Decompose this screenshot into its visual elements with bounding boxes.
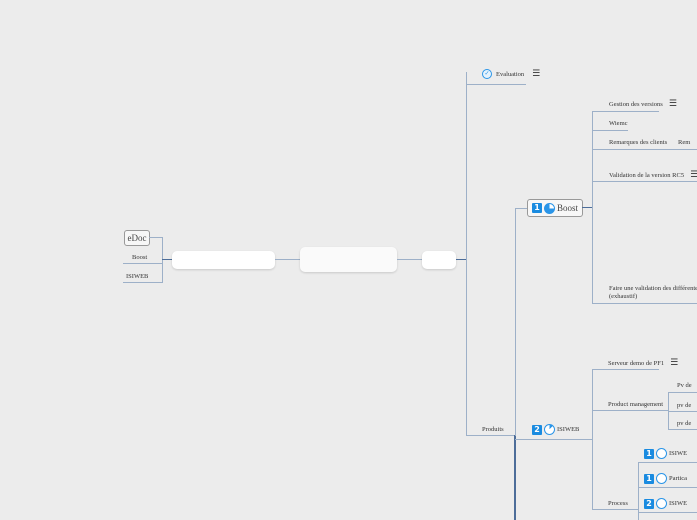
process-child[interactable]: 1 Partica [644, 473, 687, 484]
process-child-label: ISIWE [669, 500, 688, 507]
evaluation-topic[interactable]: ✓ Evaluation ☰ [482, 69, 540, 79]
priority-icon: 2 [644, 498, 654, 509]
pm-child[interactable]: pv de [677, 420, 692, 427]
process-child-label: Partica [669, 475, 688, 482]
notes-menu-icon[interactable]: ☰ [532, 69, 541, 79]
boost-item-row: Gestion des versions ☰ [609, 99, 677, 109]
boost-item[interactable]: Validation de la version RC5 [609, 171, 685, 179]
boost-item-child[interactable]: Rem [678, 139, 691, 146]
isiweb-item[interactable]: Product management [608, 401, 664, 408]
pm-child[interactable]: pv de [677, 402, 692, 409]
boost-item[interactable]: Faire une validation des différentes ver… [609, 285, 697, 300]
progress-icon [543, 202, 555, 214]
notes-menu-icon[interactable]: ☰ [668, 99, 677, 109]
process-child-label: ISIWE [669, 450, 688, 457]
isiweb-item-row: Serveur demo de PF1 ☰ [608, 358, 678, 368]
notes-menu-icon[interactable]: ☰ [690, 170, 697, 180]
topic-node-right[interactable] [422, 251, 456, 269]
boost-item[interactable]: Wiemc [609, 120, 628, 127]
check-icon: ✓ [482, 69, 492, 79]
isiweb-item[interactable]: Serveur demo de PF1 [608, 359, 665, 367]
boost-item-row: Validation de la version RC5 ☰ [609, 170, 697, 180]
notes-menu-icon[interactable]: ☰ [670, 358, 679, 368]
evaluation-label: Evaluation [496, 70, 525, 78]
boost-item[interactable]: Remarques des clients [609, 139, 668, 146]
progress-icon [656, 473, 667, 484]
priority-icon: 1 [644, 473, 654, 484]
boost-node[interactable]: 1 Boost [527, 199, 583, 217]
progress-icon [656, 498, 667, 509]
boost-item[interactable]: Gestion des versions [609, 100, 663, 108]
edoc-label: eDoc [127, 233, 147, 243]
isiweb-node[interactable]: 2 ISIWEB [532, 424, 579, 435]
progress-icon [544, 424, 555, 435]
central-topic[interactable] [300, 247, 397, 272]
priority-icon: 1 [531, 203, 542, 213]
progress-icon [656, 448, 667, 459]
pm-child[interactable]: Pv de [677, 382, 692, 389]
process-child[interactable]: 1 ISIWE [644, 448, 687, 459]
topic-node-left[interactable] [172, 251, 275, 269]
left-boost-label[interactable]: Boost [132, 254, 148, 261]
boost-label: Boost [556, 203, 578, 213]
isiweb-label: ISIWEB [557, 426, 580, 433]
edoc-node[interactable]: eDoc [124, 230, 150, 246]
produits-label[interactable]: Produits [482, 426, 504, 433]
left-isiweb-label[interactable]: ISIWEB [126, 273, 149, 280]
isiweb-item[interactable]: Process [608, 500, 628, 507]
priority-icon: 2 [532, 424, 542, 435]
priority-icon: 1 [644, 448, 654, 459]
process-child[interactable]: 2 ISIWE [644, 498, 687, 509]
